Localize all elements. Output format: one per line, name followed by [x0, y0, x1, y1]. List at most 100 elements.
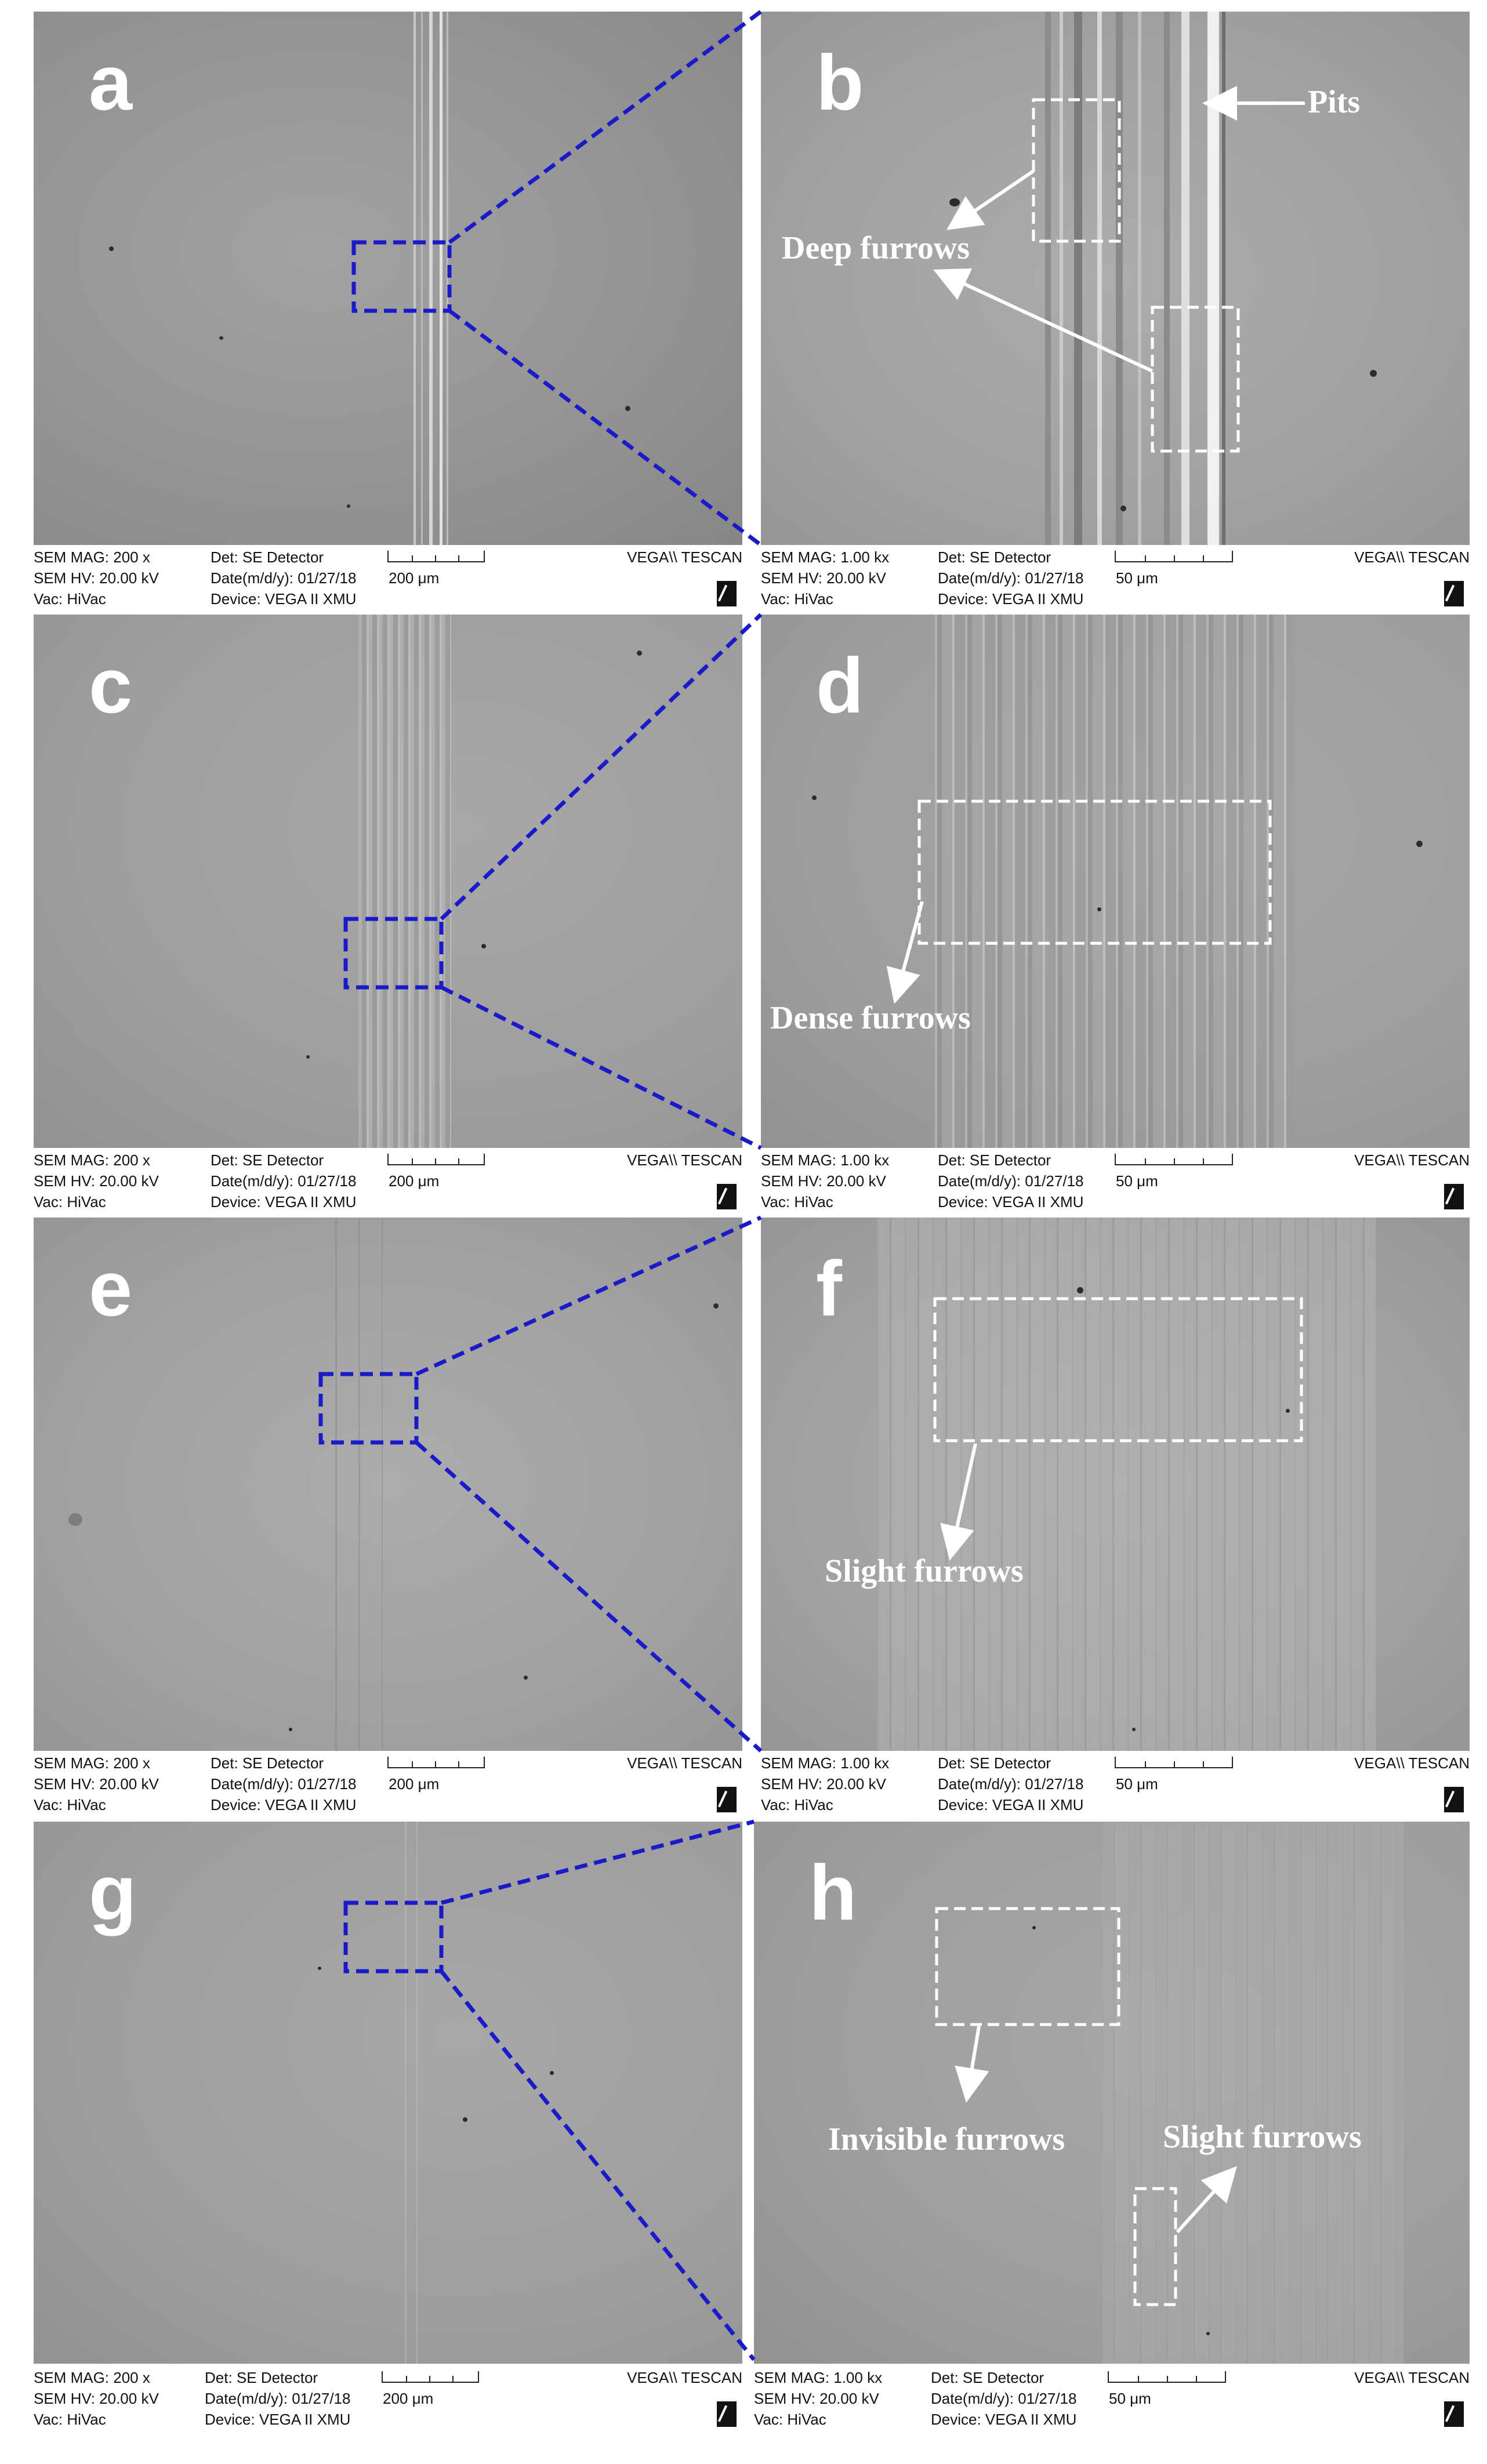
panel-d: d SEM MAG: 1.00 kx SEM HV: 20.00 kV Vac:…	[761, 615, 1470, 1216]
sem-mag: SEM MAG: 1.00 kx	[761, 1151, 890, 1169]
sem-image-g	[34, 1822, 742, 2364]
sem-info-bar: SEM MAG: 200 x SEM HV: 20.00 kV Vac: HiV…	[34, 2365, 742, 2435]
sem-detector: Det: SE Detector	[938, 548, 1051, 566]
sem-vac: Vac: HiVac	[761, 590, 833, 608]
sem-detector: Det: SE Detector	[938, 1151, 1051, 1169]
tescan-logo-icon	[1444, 1184, 1464, 1209]
panel-label: g	[89, 1849, 137, 1936]
scale-bar	[1115, 1757, 1233, 1768]
scale-label: 200 μm	[383, 2390, 434, 2407]
sem-date: Date(m/d/y): 01/27/18	[938, 569, 1084, 587]
zoom-box-e	[318, 1215, 763, 1753]
sem-image-f	[761, 1218, 1470, 1751]
scale-label: 50 μm	[1116, 1775, 1158, 1793]
sem-detector: Det: SE Detector	[938, 1754, 1051, 1772]
scale-label: 50 μm	[1116, 569, 1158, 587]
panel-label: c	[89, 642, 133, 729]
panel-c: c SEM MAG: 200 x SEM HV: 20.00 kV Vac: H…	[34, 615, 742, 1216]
sem-mag: SEM MAG: 200 x	[34, 1151, 150, 1169]
sem-info-bar: SEM MAG: 1.00 kx SEM HV: 20.00 kV Vac: H…	[754, 2365, 1470, 2435]
label-pits: Pits	[1308, 84, 1361, 120]
sem-date: Date(m/d/y): 01/27/18	[211, 569, 357, 587]
label-slight-furrows-f: Slight furrows	[825, 1553, 1024, 1589]
sem-hv: SEM HV: 20.00 kV	[761, 1775, 886, 1793]
sem-vac: Vac: HiVac	[761, 1193, 833, 1211]
sem-info-bar: SEM MAG: 200 x SEM HV: 20.00 kV Vac: HiV…	[34, 1148, 742, 1216]
tescan-logo-icon	[717, 2401, 737, 2427]
sem-device: Device: VEGA II XMU	[211, 1796, 357, 1814]
scale-bar	[1108, 2371, 1226, 2383]
sem-mag: SEM MAG: 1.00 kx	[754, 2369, 883, 2386]
sem-info-bar: SEM MAG: 1.00 kx SEM HV: 20.00 kV Vac: H…	[761, 1751, 1470, 1819]
scale-label: 50 μm	[1116, 1172, 1158, 1190]
sem-hv: SEM HV: 20.00 kV	[761, 1172, 886, 1190]
sem-detector: Det: SE Detector	[211, 1151, 324, 1169]
tescan-brand: VEGA\\ TESCAN	[627, 548, 742, 566]
label-dense-furrows: Dense furrows	[770, 1000, 971, 1036]
sem-hv: SEM HV: 20.00 kV	[754, 2390, 879, 2407]
panel-label: h	[809, 1849, 857, 1936]
sem-vac: Vac: HiVac	[34, 590, 106, 608]
tescan-brand: VEGA\\ TESCAN	[1354, 1754, 1470, 1772]
tescan-brand: VEGA\\ TESCAN	[1354, 548, 1470, 566]
label-invisible-furrows: Invisible furrows	[828, 2121, 1065, 2157]
tescan-logo-icon	[717, 581, 737, 606]
sem-device: Device: VEGA II XMU	[938, 1796, 1084, 1814]
sem-image-d	[761, 615, 1470, 1148]
sem-hv: SEM HV: 20.00 kV	[34, 1172, 159, 1190]
zoom-box-a	[351, 10, 763, 547]
tescan-logo-icon	[1444, 1787, 1464, 1812]
tescan-logo-icon	[1444, 2401, 1464, 2427]
sem-hv: SEM HV: 20.00 kV	[761, 569, 886, 587]
sem-date: Date(m/d/y): 01/27/18	[938, 1172, 1084, 1190]
sem-detector: Det: SE Detector	[211, 1754, 324, 1772]
sem-info-bar: SEM MAG: 1.00 kx SEM HV: 20.00 kV Vac: H…	[761, 1148, 1470, 1216]
sem-hv: SEM HV: 20.00 kV	[34, 1775, 159, 1793]
annotation-arrows	[886, 86, 1305, 2234]
tescan-logo-icon	[717, 1184, 737, 1209]
panel-a: a SEM MAG: 200 x SEM HV: 20.00 kV Vac: H…	[34, 12, 742, 613]
region-boxes	[917, 98, 1303, 2306]
sem-image-e	[34, 1218, 742, 1751]
sem-image-c	[34, 615, 742, 1148]
tescan-brand: VEGA\\ TESCAN	[1354, 2369, 1470, 2386]
tescan-brand: VEGA\\ TESCAN	[627, 2369, 742, 2386]
scale-label: 200 μm	[389, 569, 440, 587]
scale-bar	[382, 2371, 479, 2383]
sem-image-h	[754, 1822, 1470, 2364]
panel-f: f SEM MAG: 1.00 kx SEM HV: 20.00 kV Vac:…	[761, 1218, 1470, 1819]
panel-label: a	[89, 39, 133, 126]
scale-bar	[1115, 551, 1233, 562]
sem-mag: SEM MAG: 1.00 kx	[761, 548, 890, 566]
sem-detector: Det: SE Detector	[205, 2369, 318, 2386]
zoom-box-g	[343, 1819, 756, 2361]
tescan-logo-icon	[1444, 581, 1464, 606]
panel-g: g SEM MAG: 200 x SEM HV: 20.00 kV Vac: H…	[34, 1822, 742, 2435]
tescan-logo-icon	[717, 1787, 737, 1812]
sem-device: Device: VEGA II XMU	[938, 1193, 1084, 1211]
scale-label: 50 μm	[1109, 2390, 1151, 2407]
sem-device: Device: VEGA II XMU	[205, 2411, 351, 2428]
sem-date: Date(m/d/y): 01/27/18	[205, 2390, 351, 2407]
panel-b: b SEM MAG: 1.00 kx SEM HV: 20.00 kV Vac:…	[761, 12, 1470, 613]
sem-info-bar: SEM MAG: 200 x SEM HV: 20.00 kV Vac: HiV…	[34, 1751, 742, 1819]
sem-vac: Vac: HiVac	[34, 1193, 106, 1211]
sem-vac: Vac: HiVac	[754, 2411, 826, 2428]
scale-bar	[1115, 1154, 1233, 1165]
scale-bar	[387, 1154, 485, 1165]
sem-vac: Vac: HiVac	[761, 1796, 833, 1814]
sem-info-bar: SEM MAG: 1.00 kx SEM HV: 20.00 kV Vac: H…	[761, 545, 1470, 613]
sem-detector: Det: SE Detector	[931, 2369, 1044, 2386]
sem-date: Date(m/d/y): 01/27/18	[938, 1775, 1084, 1793]
sem-mag: SEM MAG: 200 x	[34, 548, 150, 566]
scale-label: 200 μm	[389, 1172, 440, 1190]
panel-label: b	[816, 39, 864, 126]
sem-date: Date(m/d/y): 01/27/18	[931, 2390, 1077, 2407]
sem-date: Date(m/d/y): 01/27/18	[211, 1172, 357, 1190]
sem-image-b	[761, 12, 1470, 545]
sem-info-bar: SEM MAG: 200 x SEM HV: 20.00 kV Vac: HiV…	[34, 545, 742, 613]
panel-label: e	[89, 1245, 133, 1332]
tescan-brand: VEGA\\ TESCAN	[627, 1754, 742, 1772]
sem-mag: SEM MAG: 200 x	[34, 2369, 150, 2386]
